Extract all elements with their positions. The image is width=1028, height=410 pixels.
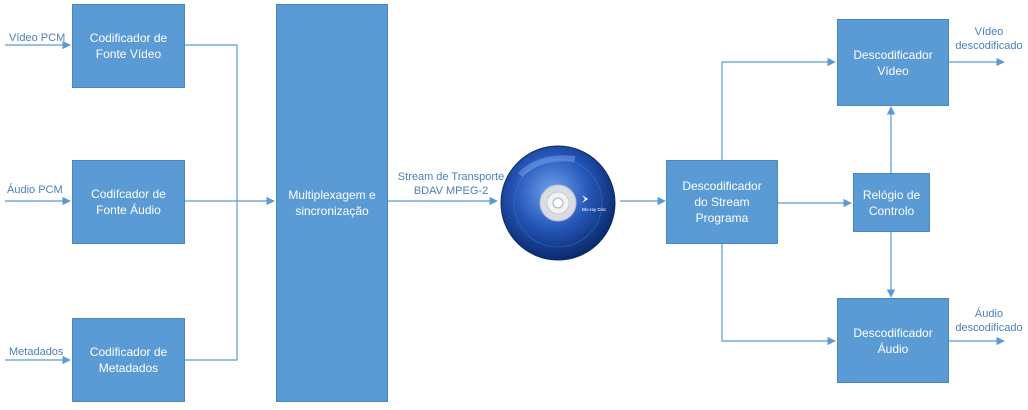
bluray-logo-text: Blu-ray Disc [582,207,607,212]
line-video-encoder-bus [185,44,238,361]
video-encoder-line: Codificador de [89,31,168,45]
arrow-decoder-to-video [721,57,836,160]
video-decoder-line: Vídeo [877,63,909,78]
metadata-encoder-line: Metadados [98,361,159,375]
program-decoder-line: do Stream [694,195,750,209]
audio-decoder-line: Descodificador [853,325,933,340]
label-audio-output: Áudio descodificado [950,307,1028,335]
audio-output-line: Áudio [974,308,1004,320]
audio-output-line: descodificado [955,322,1023,334]
program-decoder-line: Programa [695,211,749,225]
video-encoder-line: Fonte Vídeo [95,47,162,61]
audio-encoder-line: Fonte Áudio [96,203,161,217]
audio-encoder-box: Codifcador de Fonte Áudio [72,160,185,244]
label-metadata: Metadados [9,346,64,358]
mux-box: Multiplexagem e sincronização [276,4,388,402]
stream-label: Stream de Transporte BDAV MPEG-2 [396,170,506,198]
audio-encoder-line: Codifcador de [91,187,166,201]
label-audio-pcm: Áudio PCM [7,184,63,196]
arrow-decoder-to-audio [721,244,836,346]
video-encoder-box: Codificador de Fonte Vídeo [72,4,185,88]
label-video-pcm: Vídeo PCM [9,32,66,44]
video-output-line: Vídeo [974,26,1004,38]
video-output-line: descodificado [955,40,1023,52]
audio-decoder-line: Áudio [877,341,909,356]
bluray-disc-icon: Blu-ray Disc [500,145,616,261]
metadata-encoder-line: Codificador de [89,345,168,359]
bluray-logo: Blu-ray Disc [582,195,607,212]
stream-label-line: BDAV MPEG-2 [413,185,489,197]
label-video-output: Vídeo descodificado [950,25,1028,53]
metadata-encoder-box: Codificador de Metadados [72,318,185,402]
mux-line: Multiplexagem e [288,188,376,202]
mux-line: sincronização [295,204,369,218]
clock-line: Relógio de [862,187,921,202]
video-decoder-line: Descodificador [853,47,933,62]
clock-line: Controlo [868,203,915,218]
program-decoder-line: Descodificador [682,179,762,193]
stream-label-line: Stream de Transporte [397,171,505,183]
